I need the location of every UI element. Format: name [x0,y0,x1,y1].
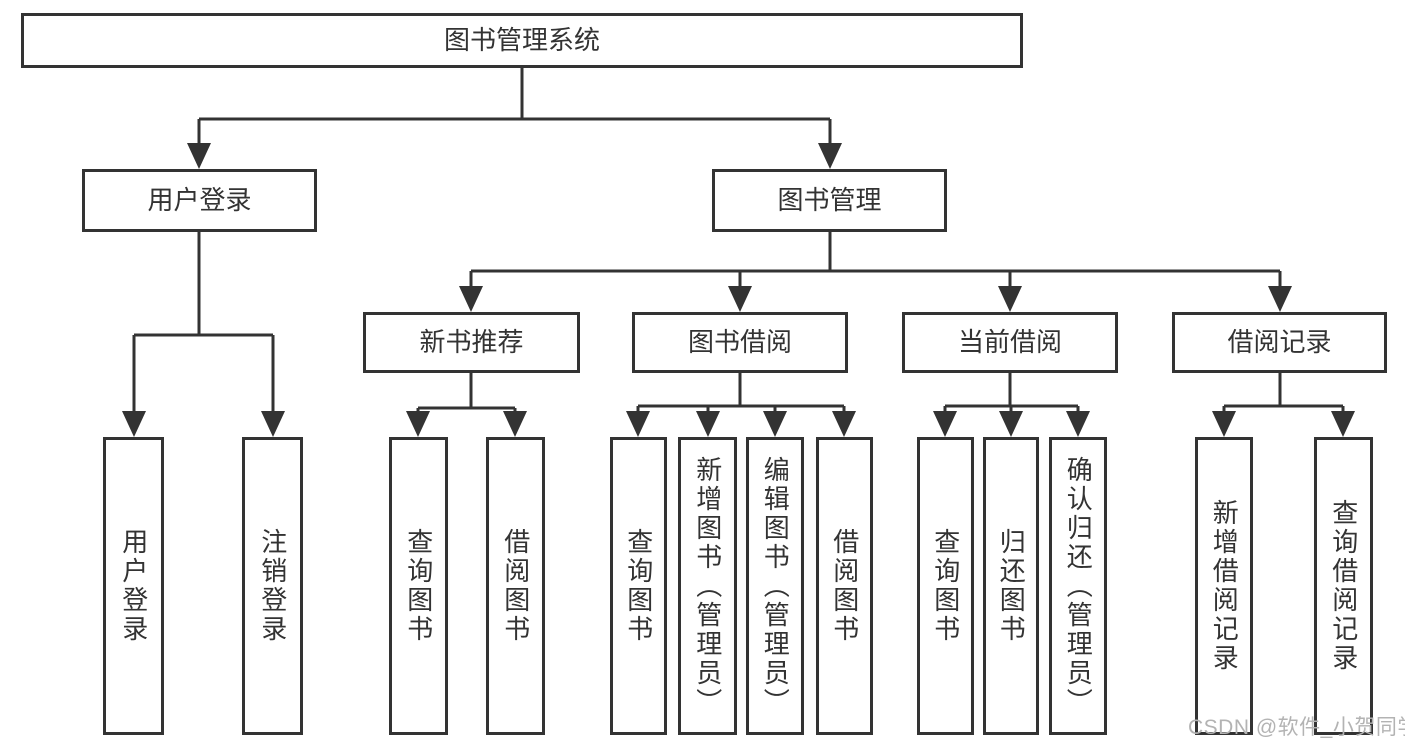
arrowhead [122,411,146,437]
arrowhead [763,411,787,437]
leaf-add-borrow-record: 新增借阅记录 [1195,437,1253,735]
connector-root-to-level2 [197,68,832,144]
connector-borrow-branch [636,373,846,412]
node-current-borrowing-label: 当前借阅 [957,327,1062,358]
leaf-user-login: 用户登录 [103,437,164,735]
arrowhead [1066,411,1090,437]
arrowhead [187,143,211,169]
leaf-query-books-recommend-label: 查询图书 [403,528,434,644]
leaf-edit-books-admin-label: 编辑图书（管理员） [760,455,791,717]
connector-current-branch [943,373,1080,412]
node-user-login: 用户登录 [82,169,317,232]
arrowhead [696,411,720,437]
leaf-query-books-borrow-label: 查询图书 [623,528,654,644]
arrowhead [626,411,650,437]
node-book-borrowing: 图书借阅 [632,312,848,373]
node-new-book-recommend-label: 新书推荐 [419,327,524,358]
node-borrow-records-label: 借阅记录 [1227,327,1332,358]
leaf-return-books: 归还图书 [983,437,1039,735]
arrowhead [998,286,1022,312]
connector-bookmgmt-branch [469,232,1282,287]
leaf-confirm-return-admin-label: 确认归还（管理员） [1063,455,1094,717]
node-root: 图书管理系统 [21,13,1023,68]
node-book-management: 图书管理 [712,169,947,232]
leaf-logout-label: 注销登录 [257,528,288,644]
node-borrow-records: 借阅记录 [1172,312,1387,373]
leaf-borrow-books-recommend: 借阅图书 [486,437,545,735]
connector-newbook-branch [416,373,517,412]
arrowhead [406,411,430,437]
arrowhead [1212,411,1236,437]
arrowhead [832,411,856,437]
arrowhead [933,411,957,437]
node-new-book-recommend: 新书推荐 [363,312,580,373]
leaf-logout: 注销登录 [242,437,303,735]
arrowhead [728,286,752,312]
leaf-add-books-admin: 新增图书（管理员） [678,437,737,735]
leaf-add-books-admin-label: 新增图书（管理员） [692,455,723,717]
arrowhead [818,143,842,169]
node-book-borrowing-label: 图书借阅 [687,327,792,358]
leaf-query-books-current-label: 查询图书 [930,528,961,644]
arrowhead [1268,286,1292,312]
node-current-borrowing: 当前借阅 [902,312,1118,373]
leaf-query-borrow-record-label: 查询借阅记录 [1328,499,1359,673]
leaf-add-borrow-record-label: 新增借阅记录 [1209,499,1240,673]
watermark: CSDN @软件_小贺同学 [1188,716,1405,739]
leaf-query-borrow-record: 查询借阅记录 [1314,437,1373,735]
leaf-borrow-books: 借阅图书 [816,437,873,735]
leaf-query-books-recommend: 查询图书 [389,437,448,735]
connector-records-branch [1222,373,1345,412]
node-root-label: 图书管理系统 [443,25,600,56]
leaf-confirm-return-admin: 确认归还（管理员） [1049,437,1107,735]
arrowhead [999,411,1023,437]
connector-userlogin-branch [132,232,275,412]
leaf-return-books-label: 归还图书 [996,528,1027,644]
arrowhead [503,411,527,437]
node-book-management-label: 图书管理 [777,185,882,216]
leaf-query-books-borrow: 查询图书 [610,437,667,735]
arrowhead [1331,411,1355,437]
leaf-query-books-current: 查询图书 [917,437,974,735]
node-user-login-label: 用户登录 [147,185,252,216]
arrowhead [459,286,483,312]
arrowhead [261,411,285,437]
leaf-borrow-books-recommend-label: 借阅图书 [500,528,531,644]
leaf-user-login-label: 用户登录 [118,528,149,644]
leaf-edit-books-admin: 编辑图书（管理员） [746,437,804,735]
leaf-borrow-books-label: 借阅图书 [829,528,860,644]
